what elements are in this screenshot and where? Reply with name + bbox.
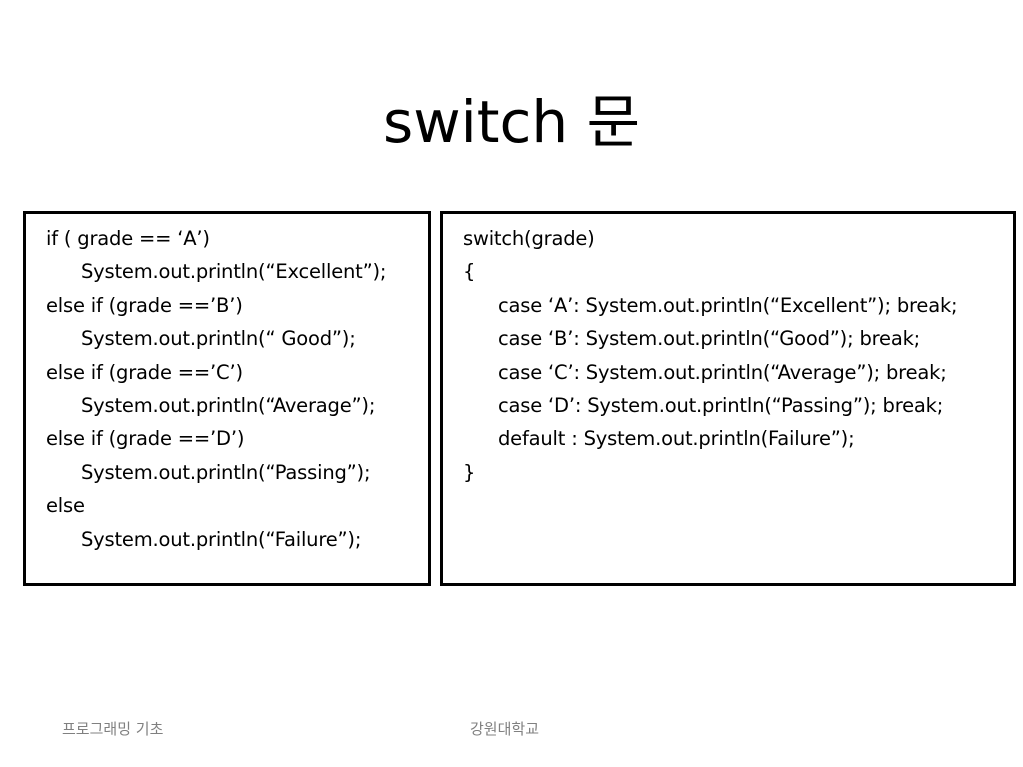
code-line: if ( grade == ‘A’) xyxy=(46,227,210,250)
code-line: case ‘C’: System.out.println(“Average”);… xyxy=(498,360,947,384)
code-line: System.out.println(“Average”); xyxy=(81,393,376,417)
code-line: } xyxy=(463,460,476,484)
code-line: System.out.println(“Failure”); xyxy=(81,527,362,551)
code-line: { xyxy=(463,260,476,284)
code-line: switch(grade) xyxy=(463,227,595,250)
code-line: System.out.println(“Passing”); xyxy=(81,460,371,484)
code-line: case ‘D’: System.out.println(“Passing”);… xyxy=(498,393,944,417)
footer-course-name: 프로그래밍 기초 xyxy=(62,720,164,738)
code-line: default : System.out.println(Failure”); xyxy=(498,427,855,451)
code-line: case ‘A’: System.out.println(“Excellent”… xyxy=(498,293,958,317)
footer-school-name: 강원대학교 xyxy=(470,720,540,738)
code-line: case ‘B’: System.out.println(“Good”); br… xyxy=(498,327,921,351)
code-line: else if (grade ==’C’) xyxy=(46,360,243,384)
code-line: else if (grade ==’B’) xyxy=(46,293,243,317)
switch-code-box: switch(grade) { case ‘A’: System.out.pri… xyxy=(440,211,1016,586)
code-line: System.out.println(“Excellent”); xyxy=(81,260,387,284)
slide-title: switch 문 xyxy=(383,88,640,156)
code-line: else xyxy=(46,494,85,518)
code-line: System.out.println(“ Good”); xyxy=(81,327,356,351)
code-line: else if (grade ==’D’) xyxy=(46,427,245,451)
if-else-code-box: if ( grade == ‘A’) System.out.println(“E… xyxy=(23,211,431,586)
